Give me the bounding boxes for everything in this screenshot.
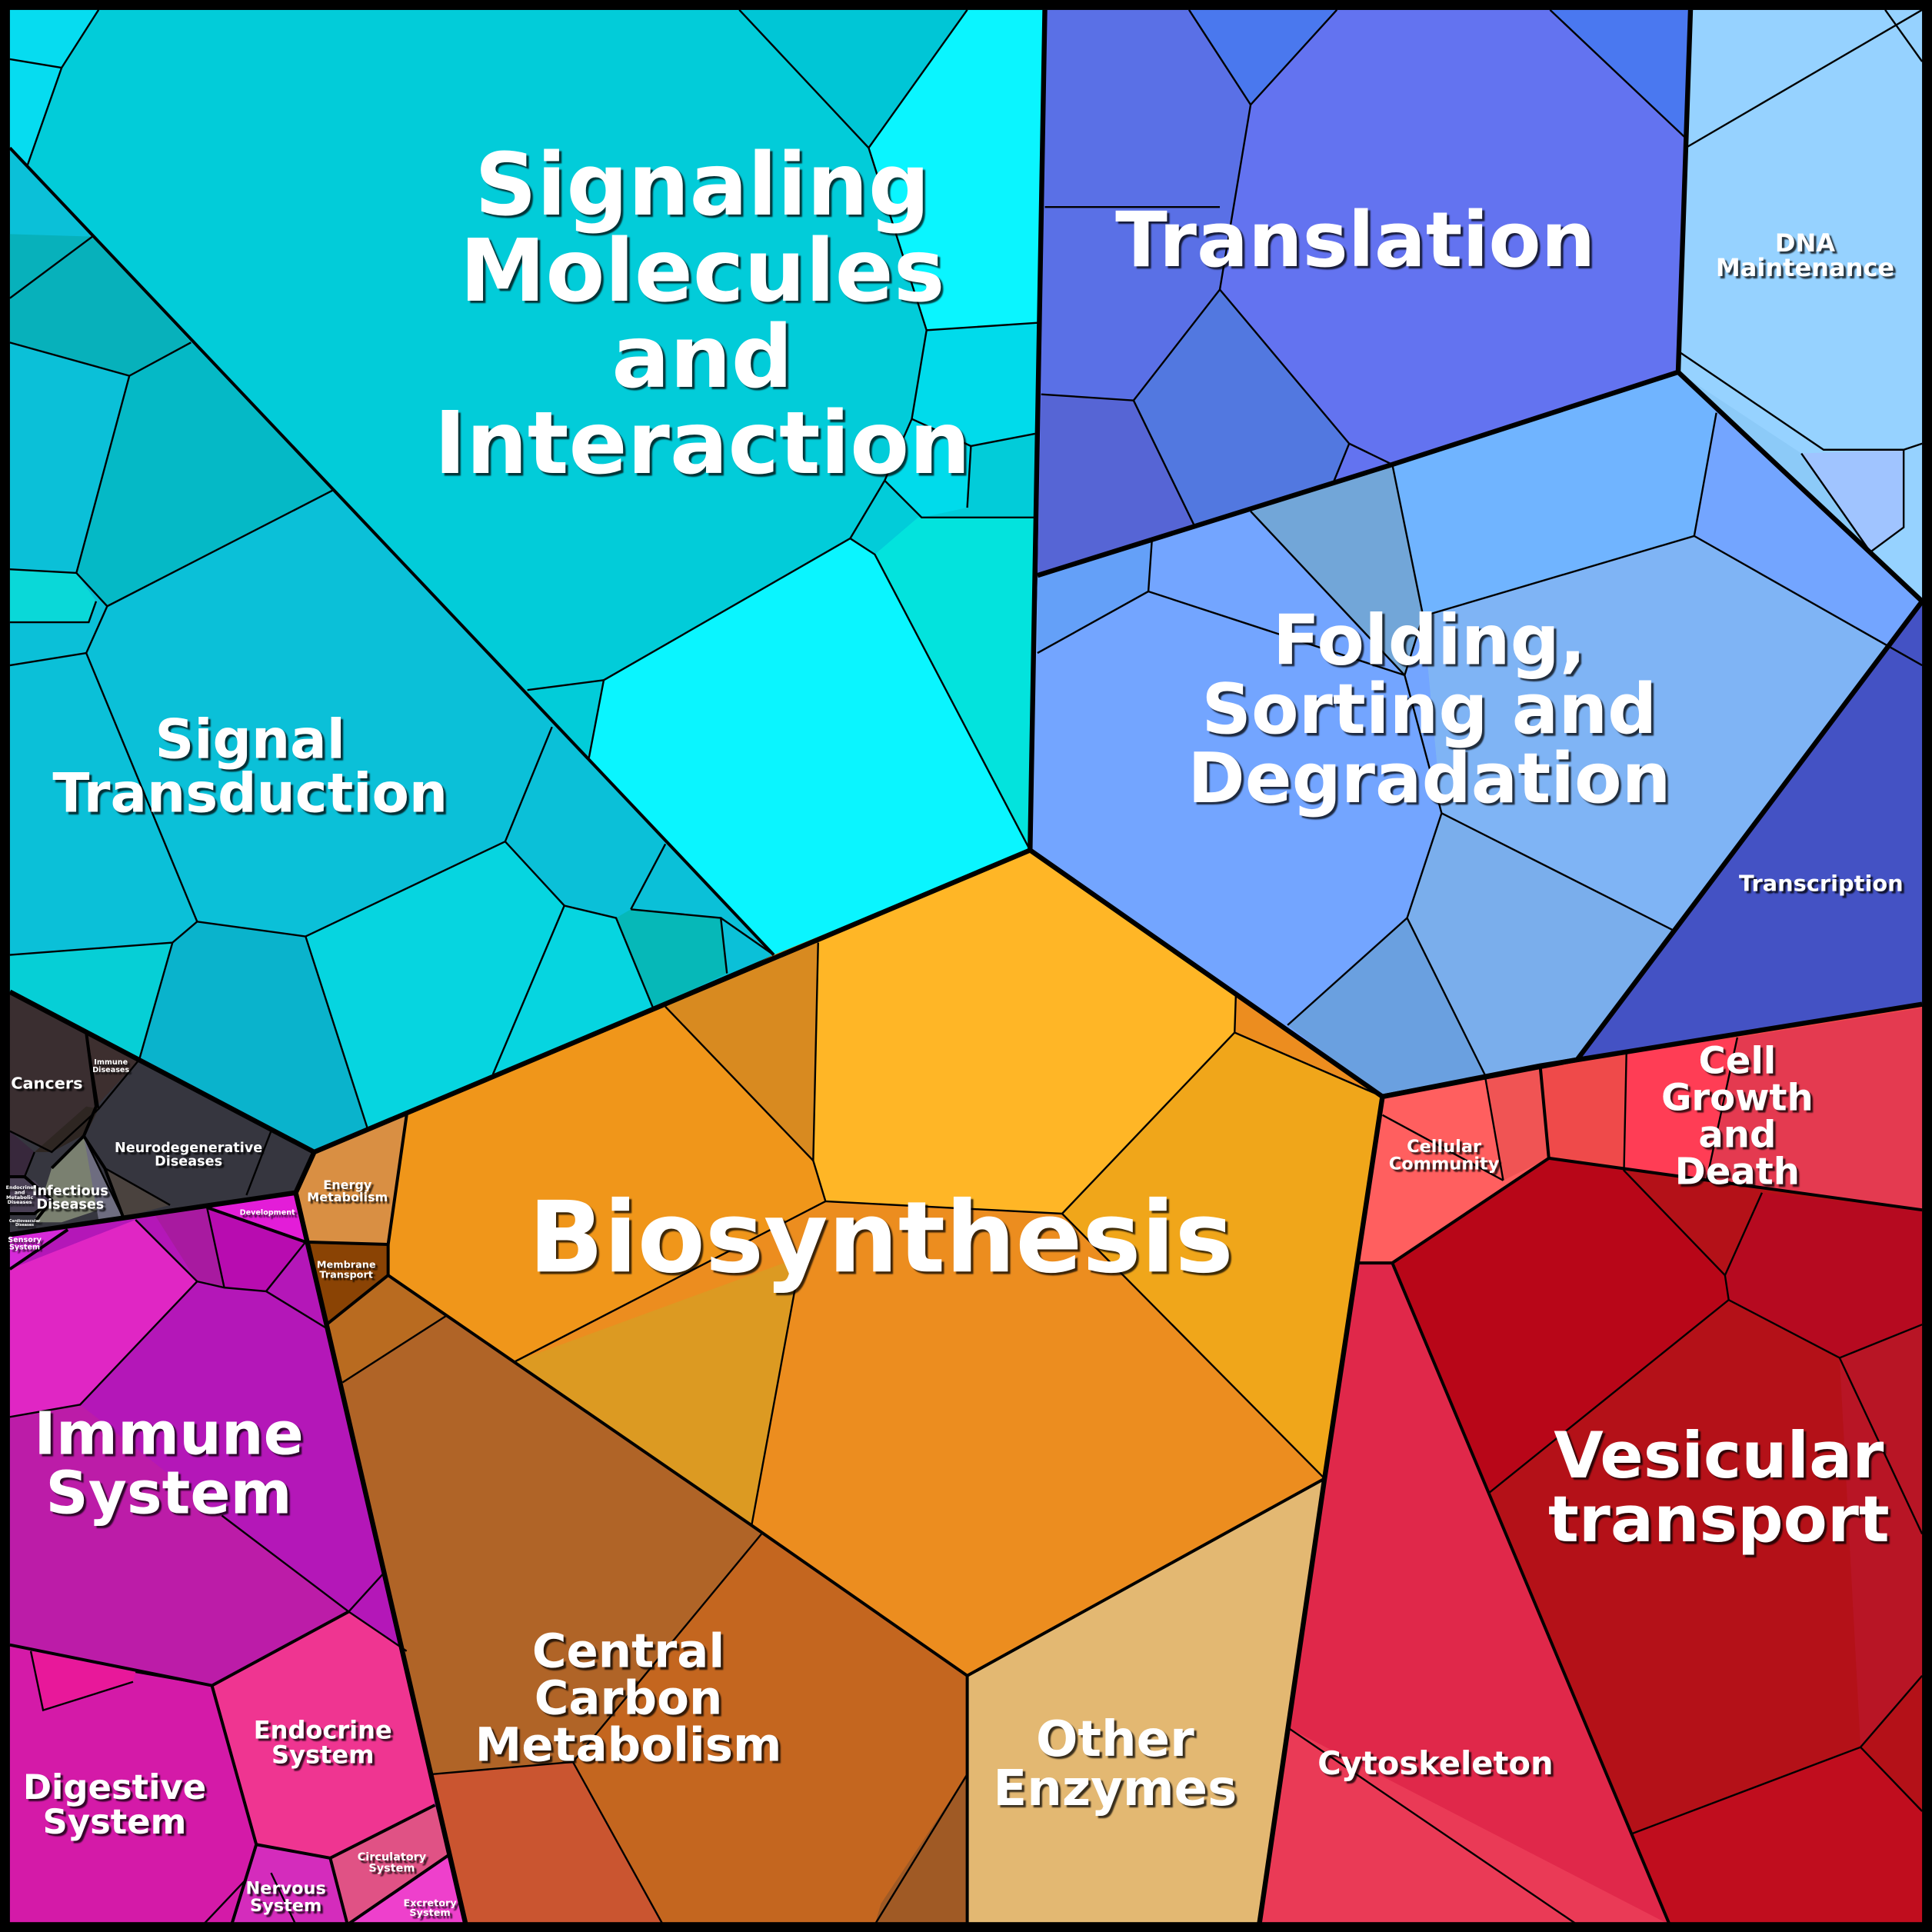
cell-vesicular-sub [1839,1324,1923,1747]
cell-immune-system-b [9,1404,349,1686]
cell-cytoskeleton-sub [1259,1727,1670,1925]
cell-nervous [232,1844,348,1925]
cell-signaling-sub [884,322,1038,518]
cell-vesicular-sub [1392,1158,1729,1494]
cell-organismal-sub [207,1207,306,1291]
cell-organismal-sub [154,1207,225,1288]
cell-cancers [9,991,99,1152]
cell-translation-sub [1041,9,1251,401]
cell-endocrine-system [212,1611,435,1858]
cell-signal-transduction-sub [9,234,192,376]
cell-central-carbon-sub [431,1761,663,1925]
cell-circulatory [330,1804,450,1925]
cell-cell-growth-sub [1706,1008,1923,1211]
cell-signal-transduction-sub [305,841,654,1128]
cell-community-sub [1484,1065,1549,1181]
cell-dna-sub [1801,449,1904,552]
cell-vesicular-sub [1724,1192,1923,1358]
cell-signaling-sub [739,9,968,148]
cell-folding-sub [1392,371,1717,617]
cell-digestive-sub [31,1651,136,1710]
cell-folding-sub [1251,464,1424,675]
cell-cytoskeleton [1259,1263,1670,1925]
cell-folding-sub [1423,535,1923,931]
cell-signaling-sub [868,9,1045,331]
cell-digestive [9,1644,257,1925]
cell-central-carbon-sub [572,1534,968,1925]
cell-biosynthesis-sub [515,1257,801,1526]
cell-biosynthesis-sub [813,850,1236,1214]
cell-biosynthesis-sub [388,1006,826,1362]
cell-development [207,1192,306,1242]
cell-biosynthesis-sub [665,942,818,1161]
cell-neuro-sub [105,1168,171,1217]
subgroup-borders [8,146,1923,1927]
cell-immune-diseases [86,1032,140,1107]
cell-signal-transduction-sub [76,342,333,607]
cell-biosynthesis-sub [1061,1032,1383,1479]
cell-signaling-sub [874,517,1035,851]
cell-energy-metabolism [295,1114,407,1245]
cell-endocrine-metabolic-diseases [9,1176,52,1214]
cell-immune-system-a [9,1220,198,1417]
cell-translation-sub [1037,394,1195,576]
cell-signal-transduction-sub [9,942,173,1060]
cell-translation-sub [1133,289,1350,528]
cell-membrane-transport [305,1241,388,1325]
cell-other-enzymes [967,1478,1325,1925]
cell-vesicular-sub [1632,1747,1923,1925]
cell-translation-sub [1188,9,1337,105]
cell-signaling-sub [588,538,1031,955]
cell-excretory [347,1854,466,1925]
cell-cancers-sub [34,1106,99,1152]
cell-cell-growth-sub [1624,1037,1737,1181]
cell-folding-sub [1287,918,1485,1097]
cell-folding-sub [1407,813,1674,1074]
cell-signal-transduction-sub [9,569,96,623]
cell-signal-transduction-sub [139,921,368,1152]
